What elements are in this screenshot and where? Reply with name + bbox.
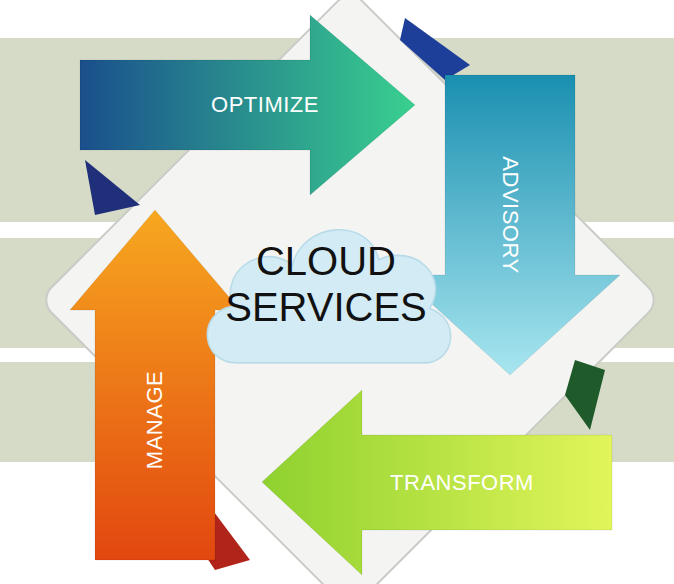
cloud-title: CLOUD SERVICES (221, 238, 431, 330)
cloud-shape: CLOUD SERVICES (196, 200, 456, 390)
ribbon-fold (400, 18, 470, 80)
arrow-outline (80, 15, 415, 195)
arrow-outline (70, 210, 240, 560)
arrow-label: MANAGE (142, 371, 168, 469)
transform-arrow: TRANSFORM (262, 390, 612, 575)
arrow-outline (400, 75, 620, 375)
arrow-label: OPTIMIZE (211, 92, 319, 118)
arrow-label: ADVISORY (497, 156, 523, 273)
cloud-outline (207, 230, 450, 363)
optimize-arrow: OPTIMIZE (80, 15, 415, 195)
ribbon-fold (565, 360, 605, 430)
arrow-outline (262, 390, 612, 575)
arrow-label: TRANSFORM (390, 470, 534, 496)
manage-arrow: MANAGE (70, 210, 240, 560)
white-diamond (39, 0, 661, 584)
ribbon-fold (85, 160, 140, 215)
